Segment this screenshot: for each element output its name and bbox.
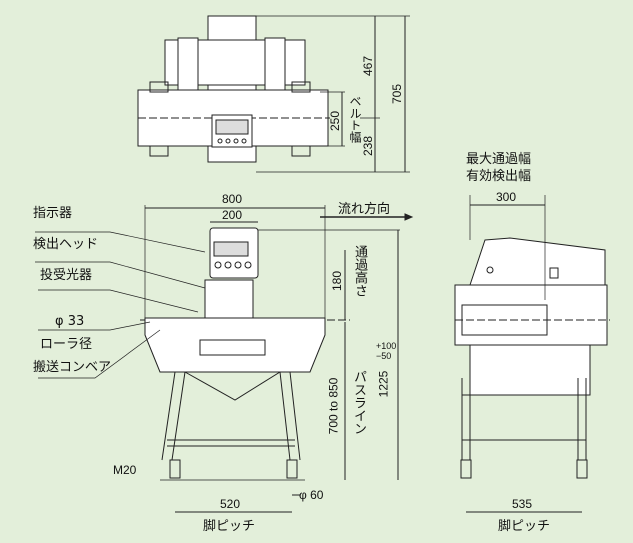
dim-300: 300	[496, 190, 517, 204]
dim-1225: 1225	[376, 370, 391, 398]
label-detection-head: 検出ヘッド	[33, 237, 99, 252]
label-pass-height: 通過高さ	[352, 245, 367, 297]
label-leg-pitch-front: 脚ピッチ	[203, 519, 256, 534]
label-roller-dia-value: φ 33	[55, 314, 85, 329]
dim-238: 238	[361, 135, 376, 157]
label-photo-sensor: 投受光器	[40, 268, 93, 283]
dim-705: 705	[390, 83, 405, 105]
side-view	[454, 237, 610, 479]
label-max-pass-width: 最大通過幅	[466, 152, 532, 167]
label-effective-width: 有効検出幅	[466, 169, 532, 184]
dim-200: 200	[222, 208, 243, 222]
label-belt-width: ベルト幅	[348, 95, 362, 143]
dim-520: 520	[220, 497, 241, 511]
dim-phi60: φ 60	[299, 488, 324, 502]
dim-180: 180	[330, 270, 345, 292]
dim-800: 800	[222, 192, 243, 206]
label-flow-direction: 流れ方向	[338, 202, 391, 217]
dim-535: 535	[512, 497, 533, 511]
label-pass-line: パスライン	[351, 370, 366, 435]
tol-plus: +100	[376, 341, 397, 351]
label-bolt: M20	[113, 463, 137, 477]
dim-250: 250	[328, 110, 343, 132]
dim-467: 467	[361, 55, 376, 77]
tol-minus: −50	[376, 351, 392, 361]
label-indicator: 指示器	[33, 206, 73, 221]
label-conveyor: 搬送コンベア	[33, 360, 112, 375]
dim-700-850: 700 to 850	[326, 377, 341, 435]
label-roller-dia: ローラ径	[40, 337, 93, 352]
top-view	[137, 15, 330, 163]
label-leg-pitch-side: 脚ピッチ	[498, 519, 551, 534]
front-view	[140, 227, 350, 481]
